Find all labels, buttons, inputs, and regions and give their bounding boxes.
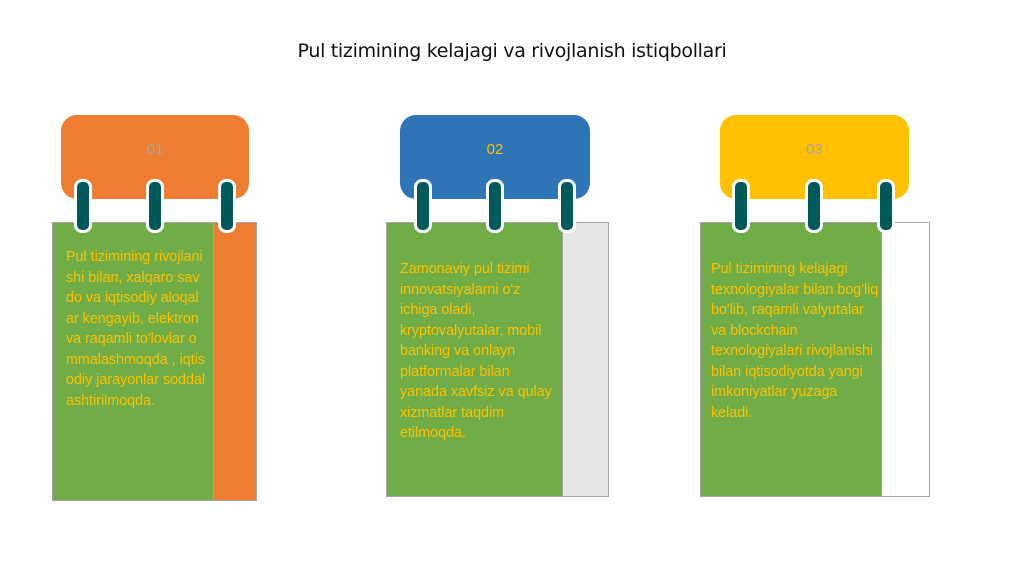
card-1-number: 01 (146, 141, 164, 158)
card-3-body: Pul tizimining kelajagi texnologiyalar b… (701, 223, 882, 496)
card-1-text: Pul tizimining rivojlanishi bilan, xalqa… (66, 249, 206, 409)
binder-ring-icon (558, 179, 576, 233)
binder-ring-icon (486, 179, 504, 233)
binder-ring-icon (877, 179, 895, 233)
card-2-text: Zamonaviy pul tizimi innovatsiyalarni o'… (400, 261, 552, 441)
card-2-body: Zamonaviy pul tizimi innovatsiyalarni o'… (387, 223, 563, 496)
binder-ring-icon (146, 179, 164, 233)
card-3-number: 03 (806, 141, 823, 158)
binder-ring-icon (414, 179, 432, 233)
card-3-text: Pul tizimining kelajagi texnologiyalar b… (711, 261, 879, 421)
card-3: Pul tizimining kelajagi texnologiyalar b… (700, 222, 930, 497)
card-1-body: Pul tizimining rivojlanishi bilan, xalqa… (53, 223, 214, 500)
binder-ring-icon (805, 179, 823, 233)
slide-title: Pul tizimining kelajagi va rivojlanish i… (297, 40, 727, 62)
card-2-side-strip (561, 223, 608, 496)
binder-ring-icon (218, 179, 236, 233)
binder-ring-icon (74, 179, 92, 233)
card-1-side-strip (212, 223, 256, 500)
card-2: Zamonaviy pul tizimi innovatsiyalarni o'… (386, 222, 609, 497)
binder-ring-icon (732, 179, 750, 233)
card-2-number: 02 (486, 141, 504, 158)
card-1: Pul tizimining rivojlanishi bilan, xalqa… (52, 222, 257, 501)
card-3-side-strip (880, 223, 929, 496)
